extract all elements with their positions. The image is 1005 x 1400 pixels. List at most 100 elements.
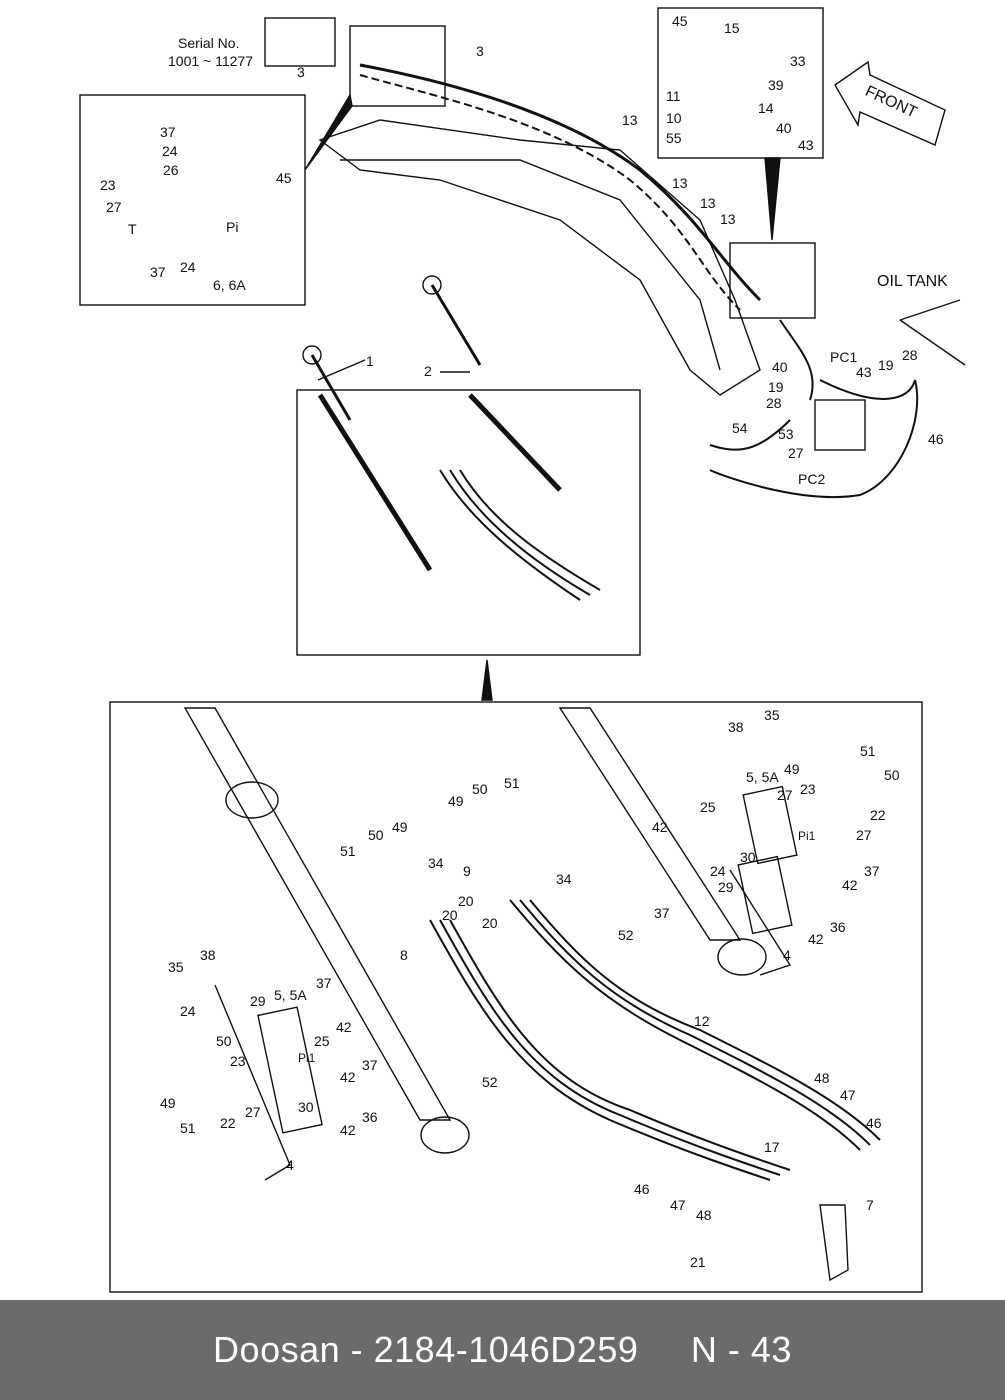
main-cylinder-left-eye bbox=[420, 1116, 470, 1154]
callout-46a: 48 bbox=[814, 1070, 830, 1086]
callout-15: 15 bbox=[724, 20, 740, 36]
callout-55: 55 bbox=[666, 130, 682, 146]
callout-37b: 37 bbox=[150, 264, 166, 280]
main-hoses-e bbox=[519, 899, 871, 1146]
port-pc2: PC2 bbox=[798, 471, 825, 487]
callout-19a: 19 bbox=[768, 379, 784, 395]
callout-50d: 50 bbox=[216, 1033, 232, 1049]
callout-38a: 38 bbox=[728, 719, 744, 735]
callout-9: 9 bbox=[463, 863, 471, 879]
callout-29b: 29 bbox=[250, 993, 266, 1009]
outline-sub-4-left bbox=[214, 984, 291, 1181]
callout-13a: 13 bbox=[622, 112, 638, 128]
front-arrow bbox=[834, 60, 946, 146]
callout-21a: 22 bbox=[870, 807, 886, 823]
serial-inset-box bbox=[264, 17, 336, 67]
pointer-wedge-right bbox=[764, 157, 781, 241]
serial-range: 1001 ~ 11277 bbox=[168, 53, 253, 69]
hose-53 bbox=[709, 419, 791, 451]
callout-50c: 50 bbox=[368, 827, 384, 843]
bracket-7 bbox=[819, 1204, 849, 1282]
outline-sub-4-right bbox=[729, 869, 792, 976]
serial-label: Serial No. bbox=[178, 35, 239, 51]
callout-12: 12 bbox=[694, 1013, 710, 1029]
callout-14: 14 bbox=[758, 100, 774, 116]
callout-43a: 45 bbox=[276, 170, 292, 186]
hose-42 bbox=[779, 319, 814, 401]
callout-47a: 47 bbox=[840, 1087, 856, 1103]
hose-45 bbox=[709, 379, 919, 499]
main-hoses-b bbox=[439, 919, 781, 1176]
valve-block-4-left bbox=[257, 1006, 323, 1134]
hose-44 bbox=[819, 379, 916, 400]
callout-47b: 47 bbox=[670, 1197, 686, 1213]
main-hoses-a bbox=[429, 919, 771, 1181]
pointer-wedge-bottom bbox=[481, 659, 493, 701]
callout-43b: 45 bbox=[672, 13, 688, 29]
footer-separator: - bbox=[340, 1329, 374, 1370]
cylinder-1-eye bbox=[302, 345, 322, 365]
callout-49c: 49 bbox=[392, 819, 408, 835]
detail-box-main bbox=[109, 701, 923, 1293]
callout-22c: 23 bbox=[230, 1053, 246, 1069]
callout-27a: 27 bbox=[106, 199, 122, 215]
callout-36a: 36 bbox=[830, 919, 846, 935]
detail-box-cylinders bbox=[296, 389, 641, 656]
callout-28b: 28 bbox=[902, 347, 918, 363]
callout-27c: 27 bbox=[777, 787, 793, 803]
valve-block-5-right bbox=[742, 785, 798, 865]
callout-7: 7 bbox=[866, 1197, 874, 1213]
callout-39d: 42 bbox=[336, 1019, 352, 1035]
cylinder-2-rod bbox=[430, 284, 482, 366]
callout-35d: 37 bbox=[362, 1057, 378, 1073]
callout-49b: 49 bbox=[448, 793, 464, 809]
callout-44a: 43 bbox=[798, 137, 814, 153]
detail-box-valve bbox=[79, 94, 306, 306]
cylinder-1-rod bbox=[310, 354, 352, 421]
callout-52b: 52 bbox=[482, 1074, 498, 1090]
port-t: T bbox=[128, 221, 137, 237]
callout-32b: 34 bbox=[428, 855, 444, 871]
callout-37a: 37 bbox=[160, 124, 176, 140]
callout-51c: 51 bbox=[340, 843, 356, 859]
callout-13d: 13 bbox=[720, 211, 736, 227]
callout-30b: 30 bbox=[298, 1099, 314, 1115]
callout-40: 39 bbox=[768, 77, 784, 93]
callout-17: 17 bbox=[764, 1139, 780, 1155]
callout-39a: 42 bbox=[652, 819, 668, 835]
port-pi: Pi bbox=[226, 219, 238, 235]
callout-1: 1 bbox=[366, 353, 374, 369]
callout-44b: 43 bbox=[856, 364, 872, 380]
callout-11: 11 bbox=[666, 88, 681, 104]
main-hoses-c bbox=[449, 919, 791, 1171]
main-cylinder-right-eye bbox=[717, 938, 767, 976]
callout-35a: 37 bbox=[864, 863, 880, 879]
callout-53: 54 bbox=[732, 420, 748, 436]
callout-46b: 48 bbox=[696, 1207, 712, 1223]
callout-35b: 37 bbox=[654, 905, 670, 921]
hydraulic-parts-diagram: Serial No. 1001 ~ 11277 FRONT OIL TANK P… bbox=[79, 7, 966, 1293]
callout-29a: 29 bbox=[718, 879, 734, 895]
port-pc1: PC1 bbox=[830, 349, 857, 365]
oil-tank-label: OIL TANK bbox=[877, 273, 948, 290]
boom-hose-1 bbox=[359, 63, 762, 302]
callout-8: 8 bbox=[400, 947, 408, 963]
callout-19b: 19 bbox=[878, 357, 894, 373]
callout-5-5a-left: 5, 5A bbox=[274, 987, 307, 1003]
callout-31: 21 bbox=[690, 1254, 706, 1270]
callout-6-6a: 6, 6A bbox=[213, 277, 246, 293]
callout-36b: 36 bbox=[362, 1109, 378, 1125]
mid-cylinder-right bbox=[468, 393, 562, 492]
callout-34a: 35 bbox=[764, 707, 780, 723]
main-cylinder-left-gland bbox=[225, 781, 279, 819]
callout-35c: 37 bbox=[316, 975, 332, 991]
callout-51a: 51 bbox=[860, 743, 876, 759]
control-valve bbox=[814, 399, 866, 451]
callout-3b: 3 bbox=[476, 43, 484, 59]
callout-26: 26 bbox=[163, 162, 179, 178]
footer-gap bbox=[638, 1329, 691, 1371]
callout-54: 53 bbox=[778, 426, 794, 442]
callout-51d: 51 bbox=[180, 1120, 196, 1136]
callout-20b: 20 bbox=[458, 893, 474, 909]
detail-box-top-boom bbox=[349, 25, 446, 107]
